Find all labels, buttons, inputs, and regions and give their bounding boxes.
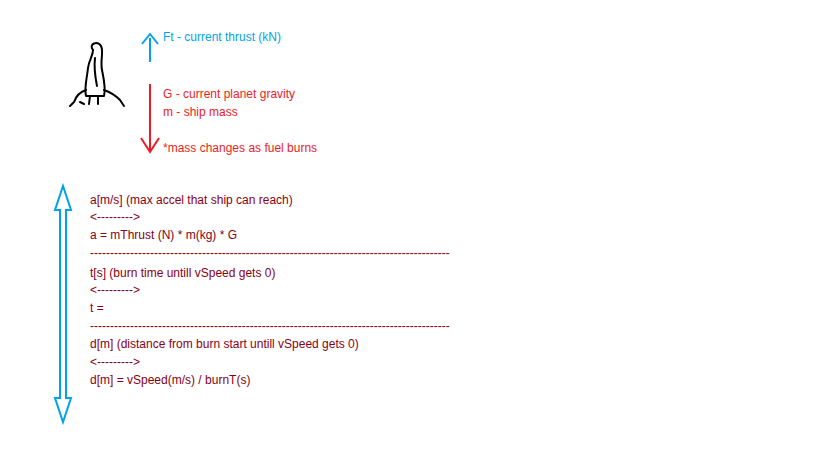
formula: t = <box>90 301 104 315</box>
ascii-arrow: <---------> <box>90 283 140 297</box>
note: *mass changes as fuel burns <box>163 141 317 155</box>
ascii-arrow: <---------> <box>90 210 140 224</box>
formula: a = mThrust (N) * m(kg) * G <box>90 228 237 242</box>
formula-heading: a[m/s] (max accel that ship can reach) <box>90 193 293 207</box>
ascii-arrow: <---------> <box>90 355 140 369</box>
formula-heading: d[m] (distance from burn start untill vS… <box>90 337 359 351</box>
gravity-arrow <box>141 84 159 152</box>
double-arrow <box>55 186 71 422</box>
force-label: m - ship mass <box>163 105 238 119</box>
separator: ----------------------------------------… <box>90 319 450 333</box>
rocket-sketch <box>70 43 124 106</box>
formula: d[m] = vSpeed(m/s) / burnT(s) <box>90 373 250 387</box>
force-label: G - current planet gravity <box>163 87 295 101</box>
thrust-arrow <box>142 34 158 62</box>
separator: ----------------------------------------… <box>90 246 450 260</box>
formula-heading: t[s] (burn time untill vSpeed gets 0) <box>90 266 275 280</box>
force-label: Ft - current thrust (kN) <box>163 30 281 44</box>
